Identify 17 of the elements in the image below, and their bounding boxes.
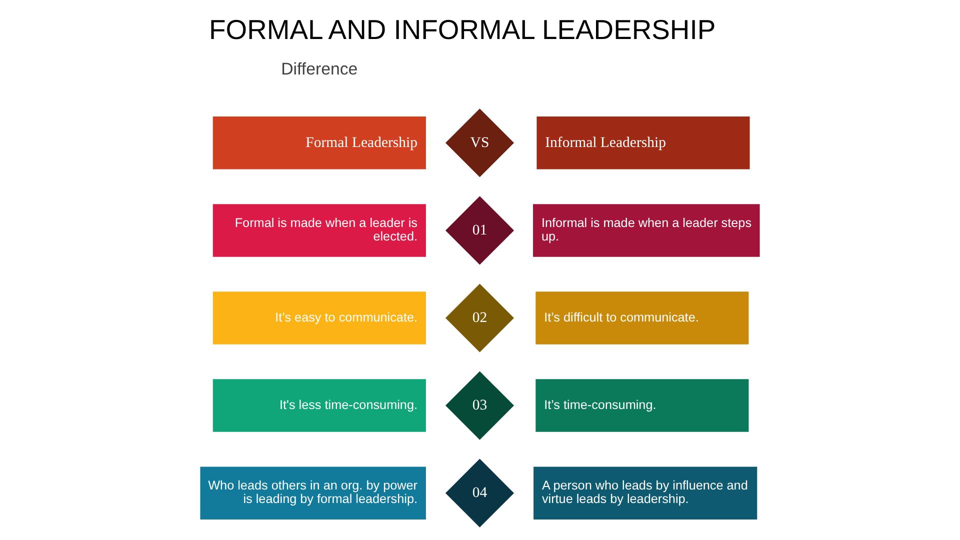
diagram-title: FORMAL AND INFORMAL LEADERSHIP (209, 14, 716, 45)
node-box: Informal Leadership (536, 116, 750, 170)
node-box: It’s difficult to communicate. (536, 292, 749, 344)
node-box: Informal is made when a leader steps up. (533, 204, 760, 257)
node-diamond: 04 (445, 458, 514, 528)
node-box: It's less time-consuming. (212, 379, 426, 432)
label: Difference (281, 60, 358, 79)
node-box: Formal Leadership (212, 116, 426, 170)
node-box: It’s easy to communicate. (212, 292, 426, 344)
node-box: It’s time-consuming. (536, 379, 749, 432)
node-box: Who leads others in an org. by power is leading by formal leadership. (200, 466, 426, 520)
node-diamond: 02 (445, 284, 514, 352)
node-box: Formal is made when a leader is elected. (212, 204, 426, 257)
node-diamond: 03 (445, 371, 514, 440)
node-diamond: 01 (445, 196, 514, 265)
node-box: A person who leads by influence and virtue leads by leadership. (534, 466, 758, 520)
node-diamond: VS (445, 108, 514, 178)
